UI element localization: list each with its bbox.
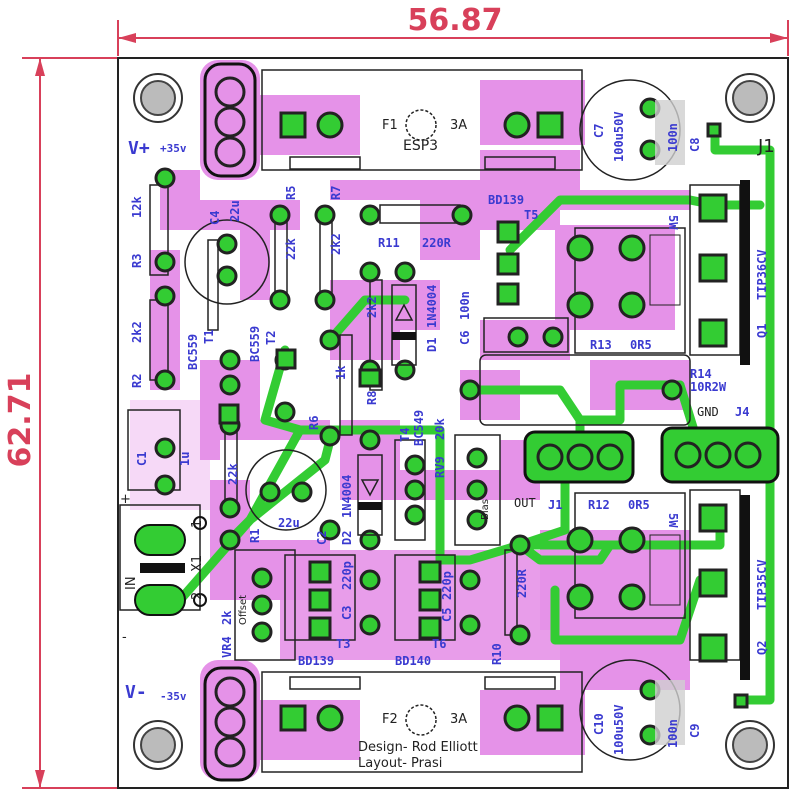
mounting-hole-bl [133,720,183,770]
diode-d1 [391,284,417,366]
q2-tab [740,495,750,680]
power-connector-top [203,62,257,178]
silkscreen [119,69,741,773]
q1-tab [740,180,750,365]
diode-d2 [357,454,383,536]
mounting-hole-br [725,720,775,770]
width-label: 56.87 [408,3,503,38]
c9-body [655,680,685,745]
output-connector [523,430,635,484]
dimension-height: 62.71 [3,57,118,789]
power-connector-bottom [203,666,257,782]
mounting-hole-tl [133,73,183,123]
dimension-width: 56.87 [117,3,789,56]
height-label: 62.71 [3,373,38,468]
gnd-connector [660,426,780,484]
input-connector [134,516,207,616]
mounting-hole-tr [725,73,775,123]
square-pads [218,111,749,732]
c8-body [655,100,685,165]
